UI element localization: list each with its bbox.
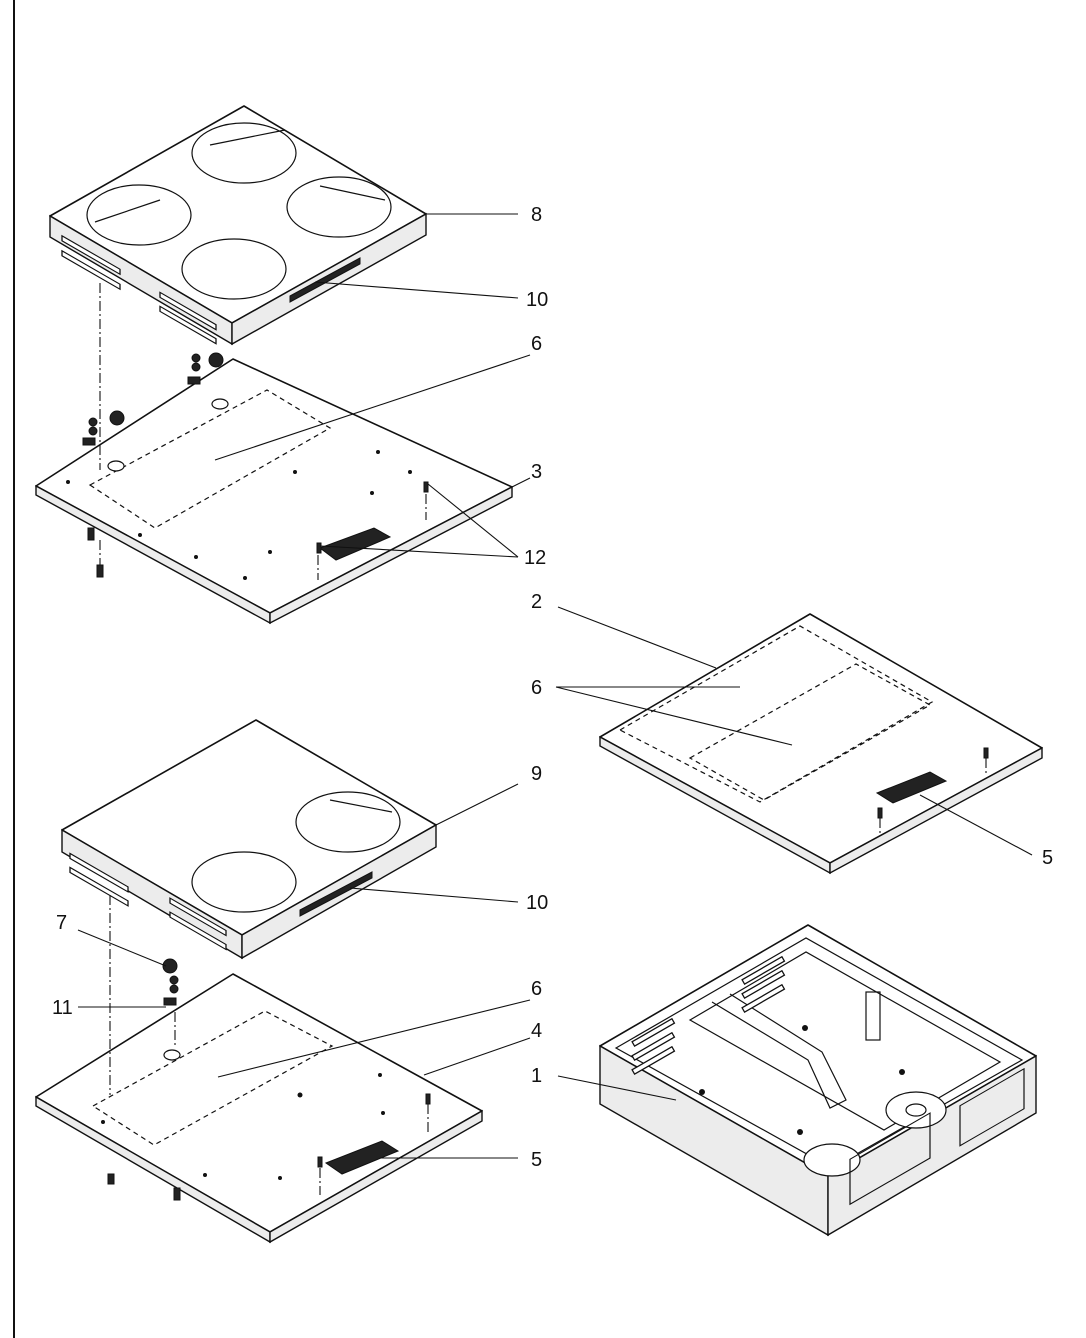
- callout-11: 11: [52, 997, 73, 1019]
- top-cover-two-openings: [61, 719, 437, 960]
- callout-9: 9: [531, 763, 542, 785]
- callout-6-bottom: 6: [531, 978, 542, 1000]
- callout-4: 4: [531, 1020, 542, 1042]
- callout-5-bottom: 5: [531, 1149, 542, 1171]
- callout-2: 2: [531, 591, 542, 613]
- callout-3: 3: [531, 461, 542, 483]
- callout-7: 7: [56, 912, 67, 934]
- callout-1: 1: [531, 1065, 542, 1087]
- callout-10-bottom: 10: [526, 892, 548, 914]
- base-plate-bottom: [35, 895, 483, 1244]
- base-plate-top: [35, 283, 513, 625]
- callout-12: 12: [524, 547, 546, 569]
- plain-top-cover: [599, 613, 1043, 875]
- leader-lines: [77, 213, 1033, 1159]
- callout-5-right: 5: [1042, 847, 1053, 869]
- callout-10-top: 10: [526, 289, 548, 311]
- top-cover-four-openings: [49, 105, 427, 346]
- callout-6-top: 6: [531, 333, 542, 355]
- callout-8: 8: [531, 204, 542, 226]
- callout-6-right: 6: [531, 677, 542, 699]
- chassis-enclosure: [599, 924, 1037, 1237]
